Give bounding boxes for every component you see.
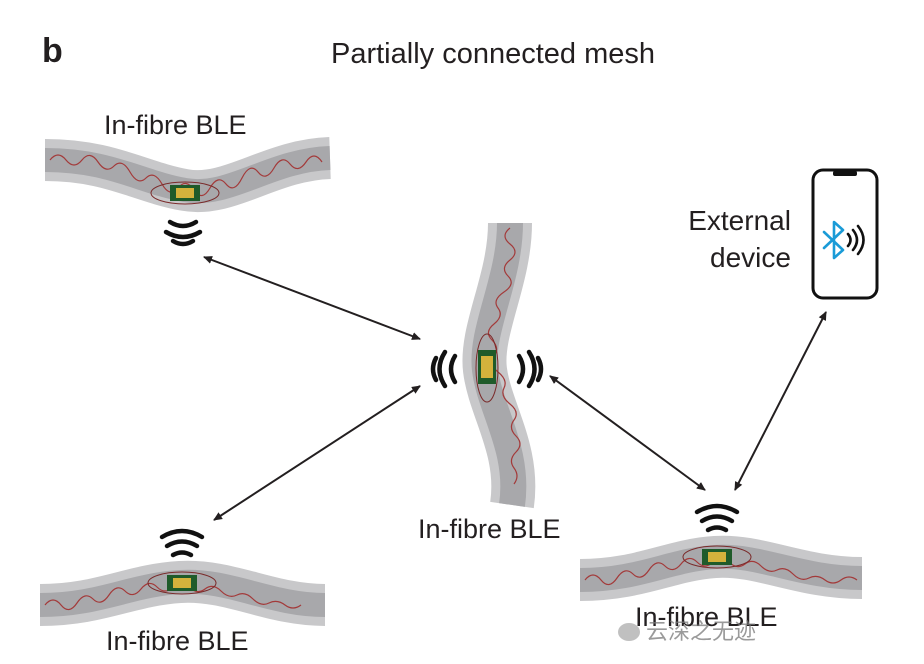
fibre-top-left [44, 137, 332, 213]
arrow-top-left-to-center [203, 256, 421, 340]
external-device-label: External device [686, 202, 791, 276]
watermark-text: 云深之无迹 [646, 619, 757, 644]
node-label-bottom-left: In-fibre BLE [106, 626, 249, 656]
fibre-bottom-left [39, 560, 326, 626]
node-label-top-left: In-fibre BLE [104, 110, 247, 140]
fibre-center [462, 222, 536, 509]
ble-chip [173, 578, 191, 588]
ble-chip [708, 552, 726, 562]
ble-chip [481, 356, 493, 378]
wechat-logo-icon [618, 623, 640, 641]
ble-chip [176, 188, 194, 198]
bluetooth-icon [822, 220, 845, 260]
wifi-signal-icon [159, 528, 205, 558]
arrow-bottom-right-to-external [734, 311, 827, 491]
wifi-signal-icon [694, 503, 740, 533]
panel-label: b [42, 32, 63, 70]
fibre-bottom-right [579, 535, 863, 601]
connection-arrows [203, 256, 827, 521]
node-label-bottom-right: In-fibre BLE [635, 602, 778, 632]
diagram-title: Partially connected mesh [331, 38, 655, 70]
wifi-signal-right-icon [516, 349, 544, 389]
node-label-center: In-fibre BLE [418, 514, 561, 544]
external-device-label-line2: device [710, 242, 791, 273]
watermark: 云深之无迹 [618, 614, 756, 646]
external-device-label-line1: External [688, 205, 791, 236]
arrow-center-to-bottom-right [549, 375, 706, 491]
smartphone-icon [811, 168, 879, 300]
arrow-bottom-left-to-center [213, 385, 421, 521]
wifi-signal-left-icon [430, 349, 458, 389]
conductive-wire [49, 154, 323, 197]
signal-waves-icon [846, 224, 865, 256]
wifi-signal-icon [163, 219, 203, 247]
